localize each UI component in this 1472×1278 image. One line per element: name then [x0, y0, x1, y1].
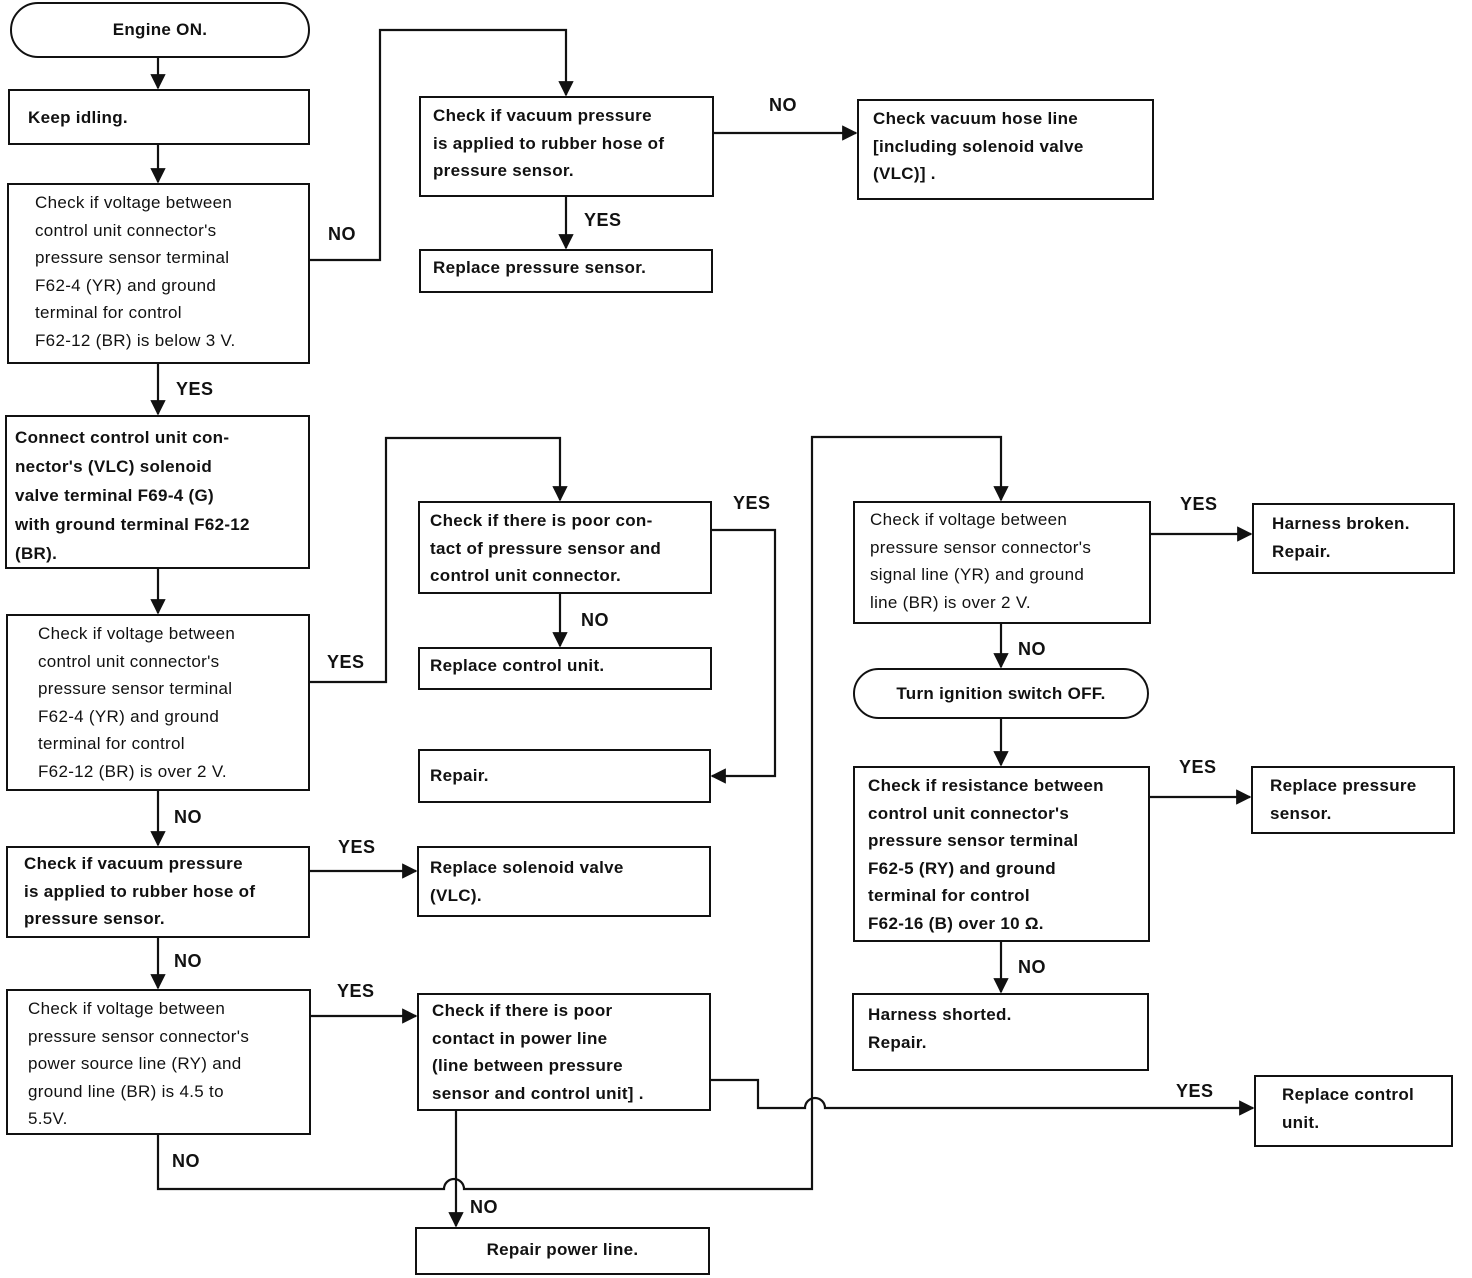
decision-resistance-over-10-ohm: Check if resistance between control unit… — [853, 766, 1150, 942]
action-replace-control-unit-2: Replace control unit. — [1254, 1075, 1453, 1147]
decision-signal-line-voltage: Check if voltage between pressure sensor… — [853, 501, 1151, 624]
process-connect-vlc: Connect control unit con- nector's (VLC)… — [5, 415, 310, 569]
label-no-over2v: NO — [174, 807, 202, 827]
terminal-turn-ignition-off: Turn ignition switch OFF. — [853, 668, 1149, 719]
label-yes-vacuum2: YES — [338, 837, 376, 857]
label-no-poor-contact-power: NO — [470, 1197, 498, 1217]
label-no-vacuum2: NO — [174, 951, 202, 971]
label-yes-poor-contact: YES — [733, 493, 771, 513]
action-replace-solenoid-valve: Replace solenoid valve (VLC). — [417, 846, 711, 917]
label-yes-below3v: YES — [176, 379, 214, 399]
process-keep-idling: Keep idling. — [8, 89, 310, 145]
label-no-vacuum1: NO — [769, 95, 797, 115]
decision-poor-contact-connector: Check if there is poor con- tact of pres… — [418, 501, 712, 594]
label-yes-vacuum1: YES — [584, 210, 622, 230]
action-check-vacuum-hose-line: Check vacuum hose line [including soleno… — [857, 99, 1154, 200]
start-terminal: Engine ON. — [10, 2, 310, 58]
edge-poor-contact-yes-to-repair — [710, 528, 777, 784]
decision-power-source-voltage: Check if voltage between pressure sensor… — [6, 989, 311, 1135]
action-replace-pressure-sensor-2: Replace pressure sensor. — [1251, 766, 1455, 834]
label-yes-signal: YES — [1180, 494, 1218, 514]
decision-poor-contact-power-line: Check if there is poor contact in power … — [417, 993, 711, 1111]
edge-over2v-yes-to-poor-contact — [310, 436, 568, 684]
action-replace-pressure-sensor-1: Replace pressure sensor. — [419, 249, 713, 293]
action-repair-power-line: Repair power line. — [415, 1227, 710, 1275]
label-yes-poor-contact-power: YES — [1176, 1081, 1214, 1101]
label-no-below3v: NO — [328, 224, 356, 244]
decision-voltage-over-2v: Check if voltage between control unit co… — [6, 614, 310, 791]
edge-below3v-no-to-vacuum1 — [310, 28, 574, 262]
label-no-poor-contact: NO — [581, 610, 609, 630]
label-no-power-voltage: NO — [172, 1151, 200, 1171]
label-yes-power-voltage: YES — [337, 981, 375, 1001]
result-harness-shorted: Harness shorted. Repair. — [852, 993, 1149, 1071]
edge-poor-contact-power-yes-to-replace-cu2 — [711, 1078, 1255, 1116]
decision-vacuum-2: Check if vacuum pressure is applied to r… — [6, 846, 310, 938]
label-yes-resistance: YES — [1179, 757, 1217, 777]
label-no-resistance: NO — [1018, 957, 1046, 977]
action-repair-1: Repair. — [418, 749, 711, 803]
decision-vacuum-1: Check if vacuum pressure is applied to r… — [419, 96, 714, 197]
decision-voltage-below-3v: Check if voltage between control unit co… — [7, 183, 310, 364]
label-yes-over2v: YES — [327, 652, 365, 672]
label-no-signal: NO — [1018, 639, 1046, 659]
result-harness-broken: Harness broken. Repair. — [1252, 503, 1455, 574]
action-replace-control-unit-1: Replace control unit. — [418, 647, 712, 690]
